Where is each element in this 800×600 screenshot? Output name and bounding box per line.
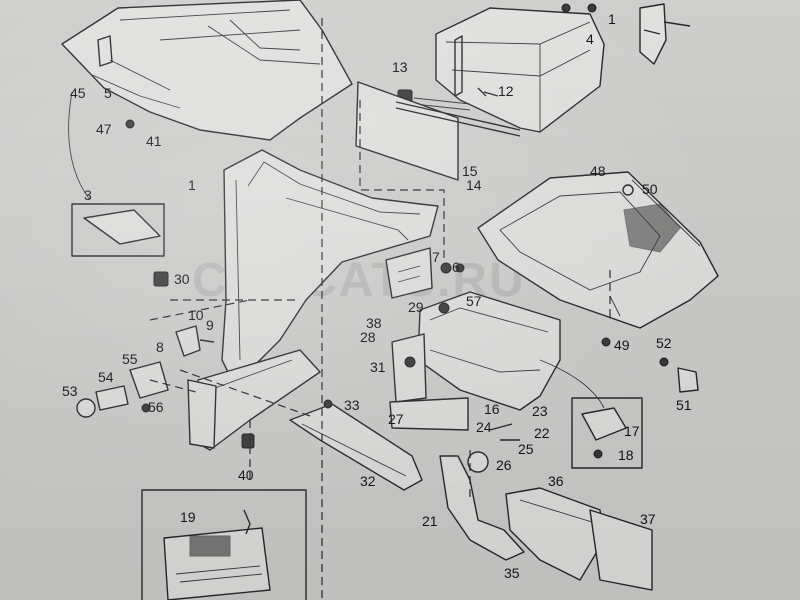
lower-rail-bracket-part bbox=[289, 399, 423, 491]
label-19: 19 bbox=[180, 509, 196, 525]
lever-arm-part bbox=[439, 423, 525, 561]
label-41: 41 bbox=[146, 133, 162, 149]
cover-plate-part bbox=[355, 81, 521, 181]
label-55: 55 bbox=[122, 351, 138, 367]
label-33: 33 bbox=[344, 397, 360, 413]
small-hardware bbox=[125, 119, 699, 393]
label-52: 52 bbox=[656, 335, 672, 351]
label-24: 24 bbox=[476, 419, 492, 435]
center-console-frame-part bbox=[385, 247, 561, 431]
label-1: 1 bbox=[188, 177, 196, 193]
label-14: 14 bbox=[466, 177, 482, 193]
handle-part bbox=[505, 487, 653, 591]
detail-box-17 bbox=[571, 397, 643, 469]
detail-box-44 bbox=[71, 203, 165, 257]
label-9: 9 bbox=[206, 317, 214, 333]
label-51: 51 bbox=[676, 397, 692, 413]
label-32: 32 bbox=[360, 473, 376, 489]
label-27: 27 bbox=[388, 411, 404, 427]
label-5: 5 bbox=[104, 85, 112, 101]
label-53: 53 bbox=[62, 383, 78, 399]
label-30: 30 bbox=[174, 271, 190, 287]
label-18: 18 bbox=[618, 447, 634, 463]
floor-panel-part bbox=[61, 0, 353, 141]
label-38: 38 bbox=[366, 315, 382, 331]
label-21: 21 bbox=[422, 513, 438, 529]
guide-lines bbox=[68, 18, 611, 600]
label-50: 50 bbox=[642, 181, 658, 197]
label-3: 1 bbox=[608, 11, 616, 27]
label-7: 7 bbox=[432, 249, 440, 265]
label-26: 26 bbox=[496, 457, 512, 473]
label-25: 25 bbox=[518, 441, 534, 457]
label-48: 48 bbox=[590, 163, 606, 179]
label-49: 49 bbox=[614, 337, 630, 353]
label-17: 17 bbox=[624, 423, 640, 439]
label-22: 22 bbox=[534, 425, 550, 441]
label-54: 54 bbox=[98, 369, 114, 385]
label-8: 8 bbox=[156, 339, 164, 355]
label-35: 35 bbox=[504, 565, 520, 581]
label-12: 12 bbox=[498, 83, 514, 99]
label-37: 37 bbox=[640, 511, 656, 527]
label-29: 29 bbox=[408, 299, 424, 315]
label-16: 16 bbox=[484, 401, 500, 417]
switch-assembly-part bbox=[76, 361, 169, 418]
label-44: 3 bbox=[84, 187, 92, 203]
label-45: 45 bbox=[70, 85, 86, 101]
side-bracket-part bbox=[187, 379, 255, 449]
label-57: 57 bbox=[466, 293, 482, 309]
right-tray-part bbox=[477, 171, 719, 329]
label-40: 40 bbox=[238, 467, 254, 483]
label-36: 36 bbox=[548, 473, 564, 489]
label-6: 6 bbox=[452, 259, 460, 275]
label-15: 15 bbox=[462, 163, 478, 179]
label-28: 28 bbox=[360, 329, 376, 345]
label-23: 23 bbox=[532, 403, 548, 419]
label-13: 13 bbox=[392, 59, 408, 75]
top-right-clip-part bbox=[561, 3, 691, 65]
label-10: 10 bbox=[188, 307, 204, 323]
label-31: 31 bbox=[370, 359, 386, 375]
left-bracket-part bbox=[153, 271, 215, 357]
label-4: 4 bbox=[586, 31, 594, 47]
control-unit-part bbox=[141, 489, 307, 600]
label-47: 47 bbox=[96, 121, 112, 137]
label-56: 56 bbox=[148, 399, 164, 415]
